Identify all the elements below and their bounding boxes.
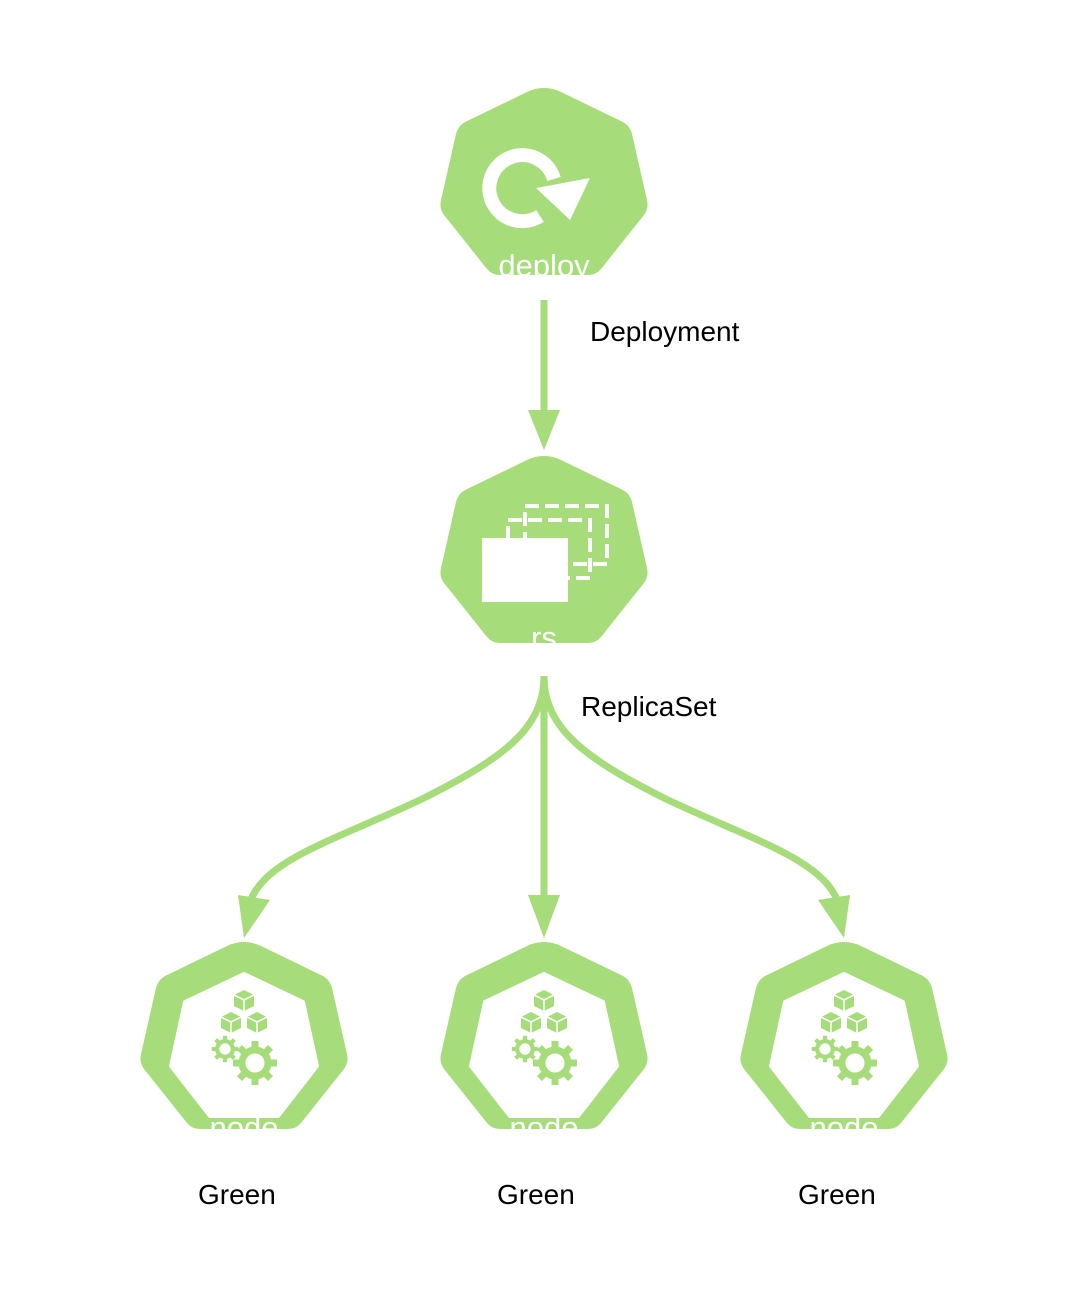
deployment-icon — [482, 148, 590, 229]
node-label-1: node — [210, 1110, 279, 1145]
arrowhead-rs — [528, 410, 560, 450]
edges — [246, 300, 842, 904]
replicaset-icon — [482, 504, 609, 602]
caption-replicaset: ReplicaSet — [581, 691, 717, 722]
edge-rs-to-node1 — [246, 675, 548, 904]
caption-deployment: Deployment — [590, 316, 740, 347]
arrowheads — [238, 410, 850, 938]
node-green-1: node — [140, 942, 348, 1145]
node-green-2: node — [440, 942, 648, 1145]
node-label-rs: rs — [531, 620, 557, 655]
node-label-2: node — [510, 1110, 579, 1145]
arrowhead-node1 — [238, 895, 270, 938]
arrowhead-node2 — [528, 895, 560, 938]
arrowhead-node3 — [818, 895, 850, 938]
caption-green-3: Green — [798, 1179, 876, 1210]
edge-rs-to-node3 — [540, 675, 842, 904]
caption-green-1: Green — [198, 1179, 276, 1210]
node-deploy: deploy — [440, 88, 648, 283]
caption-green-2: Green — [497, 1179, 575, 1210]
node-label-3: node — [810, 1110, 879, 1145]
node-label-deploy: deploy — [498, 248, 590, 283]
node-green-3: node — [740, 942, 948, 1145]
node-rs: rs — [440, 456, 648, 655]
